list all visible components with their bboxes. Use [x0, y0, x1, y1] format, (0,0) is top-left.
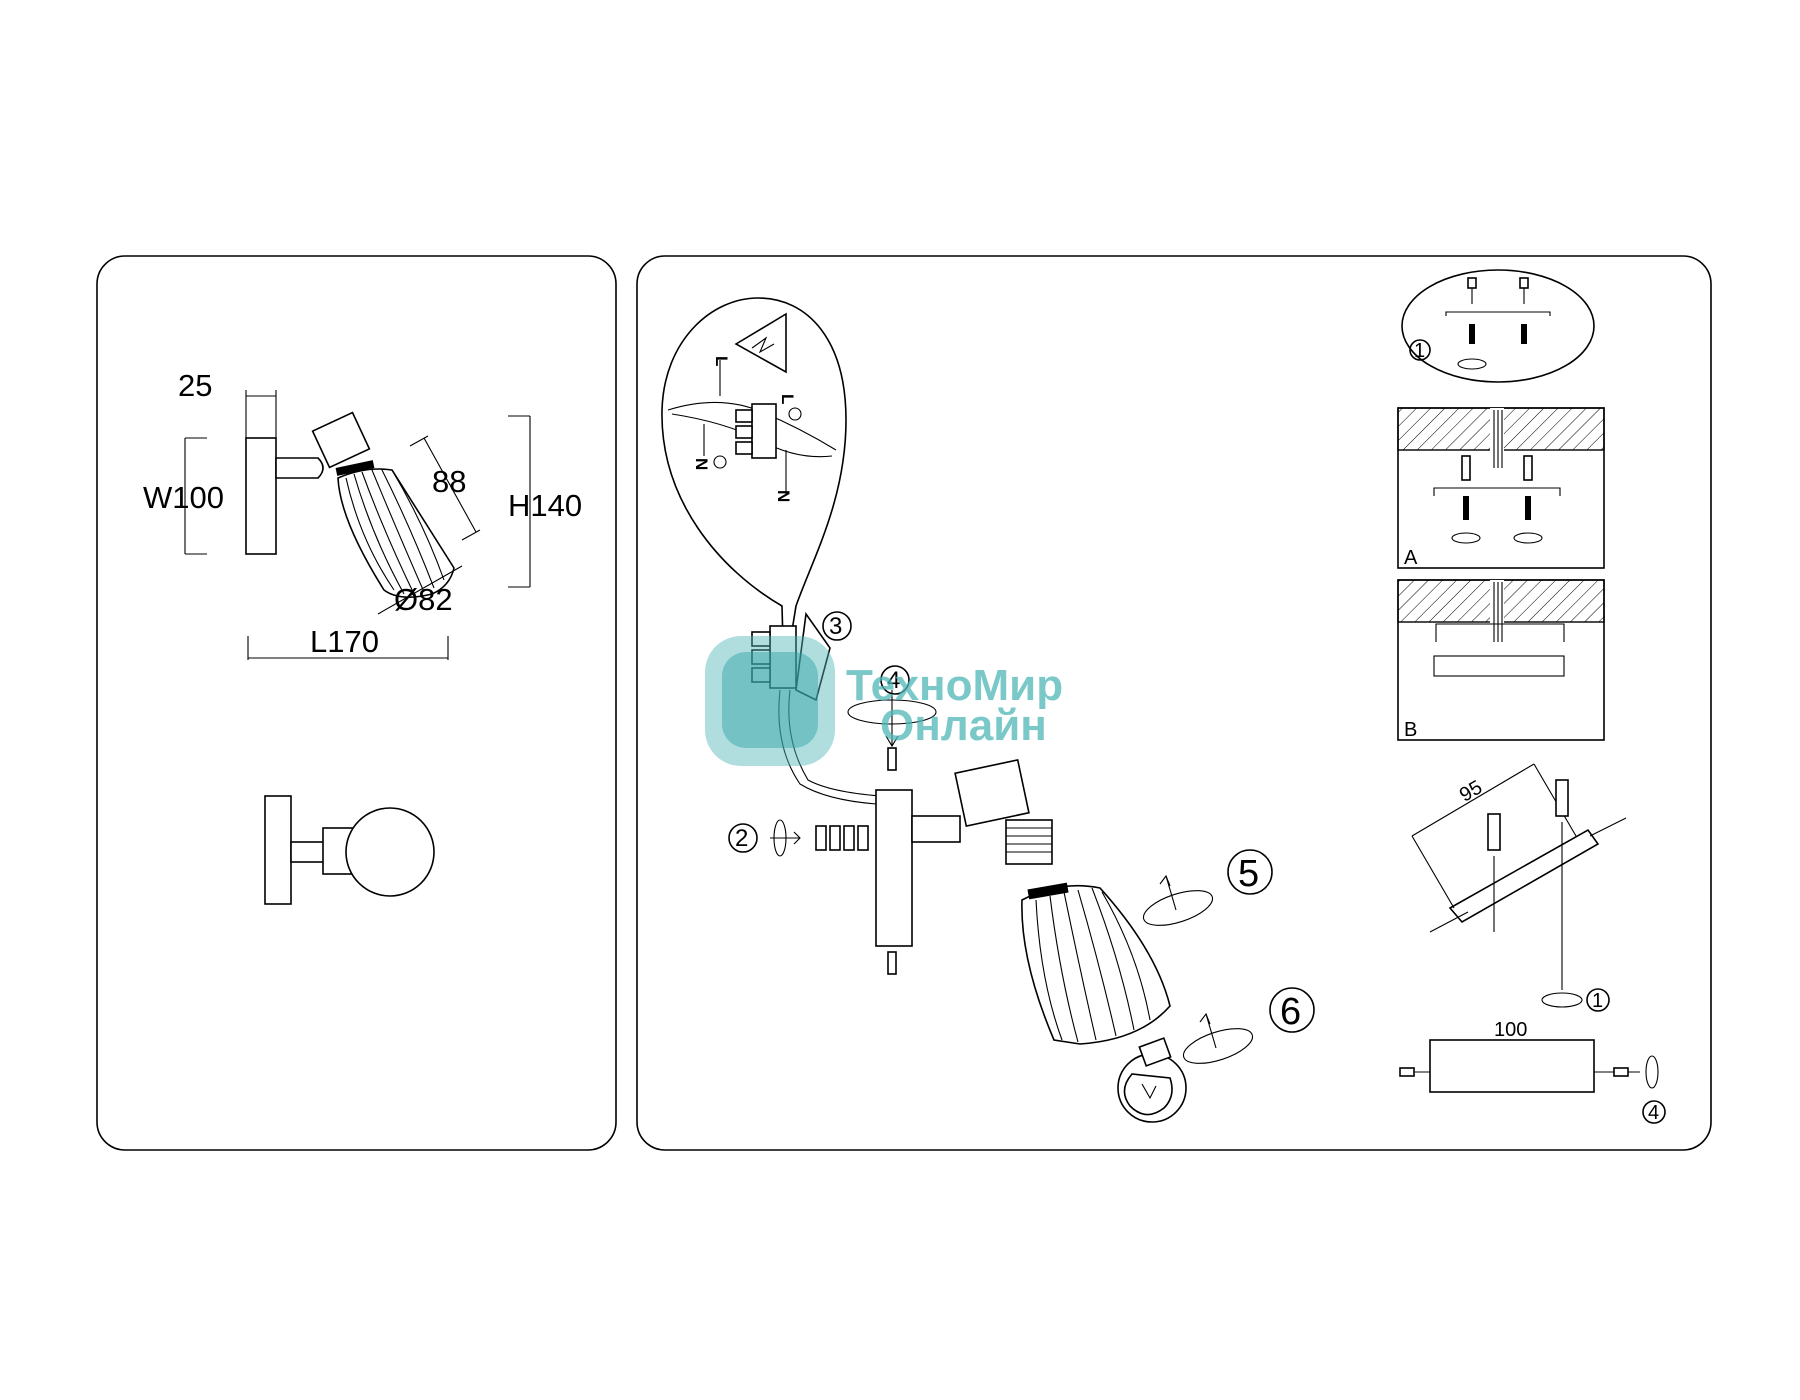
wall-plate	[245, 437, 277, 555]
step-3-marker	[822, 611, 852, 641]
shade-length-dimension-label: 88	[432, 464, 466, 499]
shade-side	[335, 460, 455, 598]
step-6-bulb-rotation: 6	[1182, 987, 1315, 1064]
height-dimension-label: H140	[508, 488, 582, 523]
step-6-label: 6	[1280, 991, 1301, 1033]
step-5-shade-rotation: 5	[1142, 849, 1273, 926]
watermark-line-2: Онлайн	[880, 701, 1047, 750]
step-2-label: 2	[735, 825, 748, 852]
width-dimension-label: W100	[143, 480, 224, 515]
step-1-label-b: 1	[1592, 990, 1603, 1012]
neutral-wire-label-1: N	[692, 458, 711, 470]
dimensions-panel	[96, 255, 617, 1151]
lamp-side-view: 25 W100 88 H140	[143, 368, 582, 660]
panel-a-label: A	[1404, 547, 1418, 569]
step-4-label: 4	[887, 667, 900, 694]
neutral-wire-label-2: N	[774, 490, 793, 502]
live-wire-label-1: L	[712, 356, 731, 366]
step-5-label: 5	[1238, 853, 1259, 895]
depth-dimension-label: 25	[178, 368, 212, 403]
installation-panel	[636, 255, 1712, 1151]
step-4-label-b: 4	[1648, 1102, 1659, 1124]
wiring-detail-bubble: L L N N	[661, 297, 847, 681]
step-4-screw-rotation: 4	[847, 665, 937, 771]
live-wire-label-2: L	[778, 394, 797, 404]
lamp-front-view	[264, 795, 435, 905]
step-3-label: 3	[829, 613, 842, 640]
bracket-width-label: 95	[1456, 776, 1486, 806]
electric-hazard-icon	[734, 312, 787, 374]
wall-plate-assembly	[875, 758, 1053, 975]
bulb-icon	[1117, 1037, 1187, 1123]
panel-b-label: B	[1404, 719, 1417, 741]
step-1-screws-bubble: 1	[1401, 269, 1595, 383]
terminal-block	[751, 611, 881, 805]
mounting-panel-a: A	[1397, 407, 1605, 569]
mounting-panel-b: B	[1397, 579, 1605, 741]
bracket-detail: 95 1	[1411, 763, 1627, 1012]
diameter-dimension-label: Ø82	[394, 582, 453, 617]
step-2-nut-assembly: 2	[728, 819, 869, 857]
length-dimension-label: L170	[310, 624, 379, 659]
plate-detail: 100 4	[1399, 1019, 1666, 1124]
shade-assembly	[1021, 882, 1171, 1045]
plate-width-label: 100	[1494, 1019, 1527, 1041]
technomir-watermark: ТехноМир Онлайн	[705, 636, 1063, 766]
watermark-line-1: ТехноМир	[846, 661, 1063, 710]
step-1-label-a: 1	[1414, 340, 1425, 362]
